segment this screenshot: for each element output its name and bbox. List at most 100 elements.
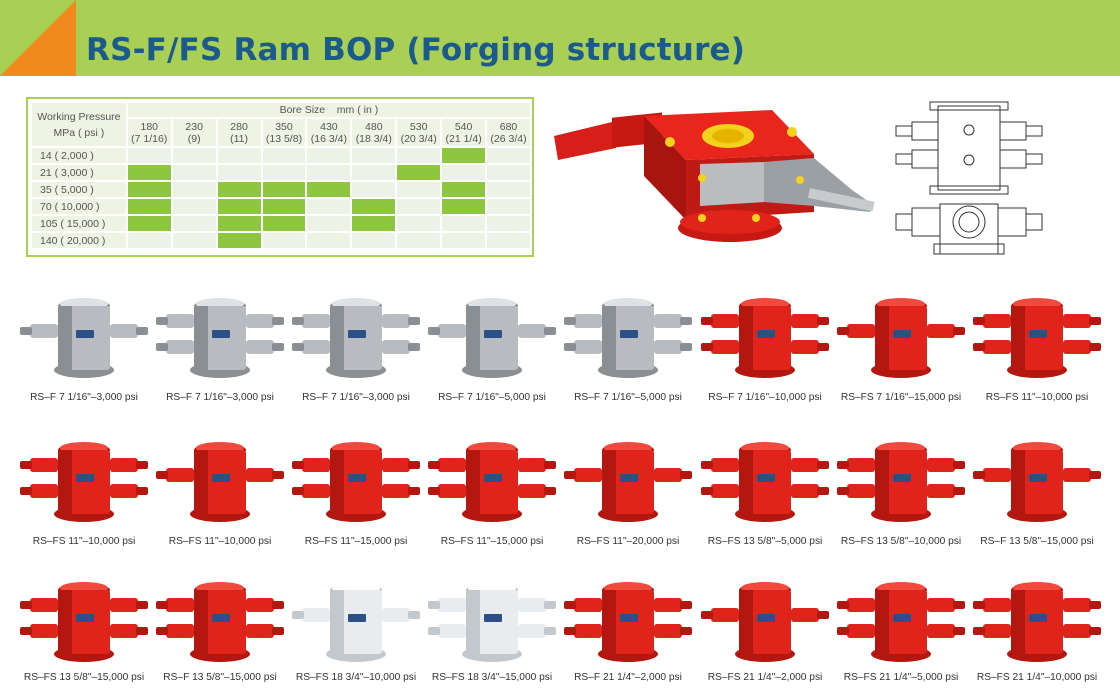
empty-cell bbox=[352, 182, 396, 197]
empty-cell bbox=[172, 148, 216, 163]
bore-mm-label: 530 bbox=[409, 120, 428, 133]
availability-mark-cell bbox=[127, 199, 171, 214]
bop-product-image bbox=[697, 574, 833, 669]
corner-triangle-decoration bbox=[0, 0, 76, 76]
empty-cell bbox=[397, 199, 441, 214]
product-caption: RS–FS 11"–10,000 psi bbox=[985, 392, 1089, 403]
working-pressure-label: Working Pressure bbox=[37, 110, 121, 123]
pressure-row: 35 ( 5,000 ) bbox=[32, 182, 530, 197]
bore-mm-label: 280 bbox=[230, 120, 248, 133]
bop-product-image bbox=[288, 290, 424, 385]
bore-inch-label: (9) bbox=[187, 132, 201, 145]
bore-column-header: 350(13 5/8) bbox=[262, 119, 306, 146]
bop-product-image bbox=[424, 574, 560, 669]
bop-product-image bbox=[833, 574, 969, 669]
bop-product-image bbox=[16, 574, 152, 669]
bop-product-image bbox=[152, 434, 288, 529]
product-caption: RS–F 7 1/16"–5,000 psi bbox=[574, 392, 682, 403]
pressure-row-label: 21 ( 3,000 ) bbox=[32, 165, 126, 180]
bore-column-header: 180(7 1/16) bbox=[127, 119, 171, 146]
empty-cell bbox=[352, 233, 396, 248]
availability-mark-cell bbox=[262, 199, 306, 214]
product-caption: RS–F 21 1/4"–2,000 psi bbox=[574, 672, 682, 683]
bop-product-image bbox=[969, 290, 1105, 385]
product-caption: RS–FS 11"–10,000 psi bbox=[32, 536, 136, 547]
bop-product-image bbox=[697, 434, 833, 529]
product-card: RS–FS 21 1/4"–10,000 psi bbox=[969, 574, 1105, 683]
product-caption: RS–FS 13 5/8"–10,000 psi bbox=[840, 536, 962, 547]
bop-product-image bbox=[424, 434, 560, 529]
product-caption: RS–F 7 1/16"–5,000 psi bbox=[438, 392, 546, 403]
pressure-row: 105 ( 15,000 ) bbox=[32, 216, 530, 231]
product-card: RS–F 7 1/16"–3,000 psi bbox=[152, 290, 288, 403]
bore-mm-label: 680 bbox=[499, 120, 518, 133]
availability-mark-cell bbox=[352, 199, 396, 214]
product-caption: RS–FS 13 5/8"–5,000 psi bbox=[707, 536, 823, 547]
bore-mm-label: 350 bbox=[275, 120, 293, 133]
product-card: RS–F 7 1/16"–10,000 psi bbox=[697, 290, 833, 403]
empty-cell bbox=[217, 148, 261, 163]
pressure-row-label: 35 ( 5,000 ) bbox=[32, 182, 126, 197]
product-card: RS–FS 13 5/8"–10,000 psi bbox=[833, 434, 969, 547]
product-caption: RS–FS 11"–10,000 psi bbox=[168, 536, 272, 547]
empty-cell bbox=[262, 165, 306, 180]
bop-product-image bbox=[697, 290, 833, 385]
empty-cell bbox=[397, 233, 441, 248]
product-caption: RS–FS 11"–15,000 psi bbox=[440, 536, 544, 547]
empty-cell bbox=[487, 165, 530, 180]
bore-mm-label: 180 bbox=[140, 120, 159, 133]
header-bar bbox=[0, 0, 1120, 76]
empty-cell bbox=[487, 199, 530, 214]
availability-mark-cell bbox=[262, 216, 306, 231]
availability-mark-cell bbox=[217, 182, 261, 197]
bop-product-image bbox=[152, 290, 288, 385]
pressure-row: 14 ( 2,000 ) bbox=[32, 148, 530, 163]
empty-cell bbox=[307, 148, 351, 163]
product-card: RS–F 21 1/4"–2,000 psi bbox=[560, 574, 696, 683]
product-card: RS–FS 21 1/4"–5,000 psi bbox=[833, 574, 969, 683]
product-card: RS–FS 11"–15,000 psi bbox=[424, 434, 560, 547]
empty-cell bbox=[442, 233, 486, 248]
bore-inch-label: (16 3/4) bbox=[310, 132, 347, 145]
bop-product-image bbox=[833, 290, 969, 385]
availability-mark-cell bbox=[442, 199, 486, 214]
bop-product-image bbox=[288, 574, 424, 669]
empty-cell bbox=[172, 233, 216, 248]
product-card: RS–FS 11"–10,000 psi bbox=[16, 434, 152, 547]
product-card: RS–F 7 1/16"–3,000 psi bbox=[288, 290, 424, 403]
working-pressure-header: Working Pressure MPa ( psi ) bbox=[32, 103, 126, 146]
empty-cell bbox=[262, 148, 306, 163]
empty-cell bbox=[262, 233, 306, 248]
bore-column-header: 540(21 1/4) bbox=[442, 119, 486, 146]
bop-product-image bbox=[969, 574, 1105, 669]
empty-cell bbox=[127, 148, 171, 163]
product-caption: RS–F 7 1/16"–3,000 psi bbox=[30, 392, 138, 403]
bop-product-image bbox=[152, 574, 288, 669]
product-card: RS–F 7 1/16"–5,000 psi bbox=[424, 290, 560, 403]
product-caption: RS–F 7 1/16"–3,000 psi bbox=[166, 392, 274, 403]
pressure-row: 140 ( 20,000 ) bbox=[32, 233, 530, 248]
product-caption: RS–F 7 1/16"–10,000 psi bbox=[708, 392, 822, 403]
empty-cell bbox=[352, 165, 396, 180]
bore-column-header: 530(20 3/4) bbox=[397, 119, 441, 146]
empty-cell bbox=[172, 165, 216, 180]
empty-cell bbox=[487, 233, 530, 248]
bore-inch-label: (7 1/16) bbox=[131, 132, 168, 145]
bop-product-image bbox=[424, 290, 560, 385]
empty-cell bbox=[307, 165, 351, 180]
product-card: RS–FS 21 1/4"–2,000 psi bbox=[697, 574, 833, 683]
bore-mm-label: 230 bbox=[185, 120, 203, 133]
bore-column-header: 430(16 3/4) bbox=[307, 119, 351, 146]
product-caption: RS–FS 11"–15,000 psi bbox=[304, 536, 408, 547]
product-card: RS–FS 18 3/4"–15,000 psi bbox=[424, 574, 560, 683]
empty-cell bbox=[352, 148, 396, 163]
bop-product-image bbox=[560, 574, 696, 669]
bore-mm-label: 430 bbox=[320, 120, 338, 133]
empty-cell bbox=[307, 216, 351, 231]
availability-mark-cell bbox=[307, 182, 351, 197]
product-card: RS–FS 13 5/8"–15,000 psi bbox=[16, 574, 152, 683]
spec-table: Working Pressure MPa ( psi ) Bore Size m… bbox=[26, 97, 534, 257]
empty-cell bbox=[172, 199, 216, 214]
empty-cell bbox=[172, 182, 216, 197]
product-card: RS–FS 13 5/8"–5,000 psi bbox=[697, 434, 833, 547]
